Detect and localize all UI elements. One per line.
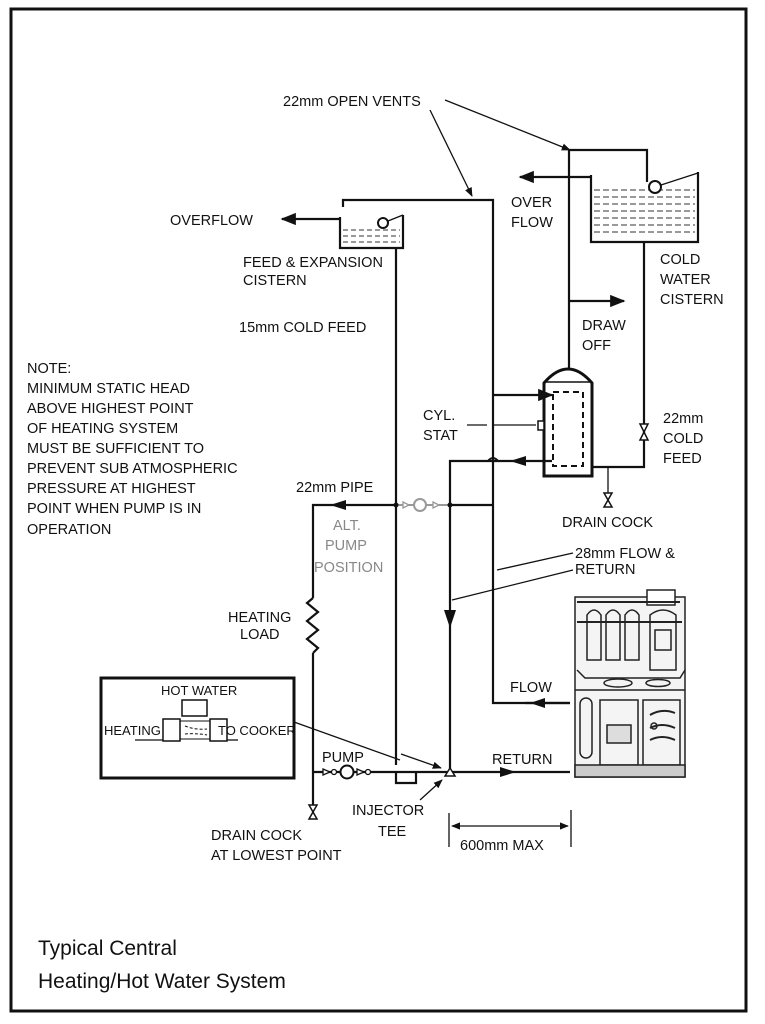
max-distance-label: 600mm MAX xyxy=(460,838,544,854)
hot-water-cylinder xyxy=(537,367,594,478)
inset-heating-label: HEATING xyxy=(104,723,161,738)
note-line: ABOVE HIGHEST POINT xyxy=(27,401,194,417)
drain-lowest-label-2: AT LOWEST POINT xyxy=(211,848,342,864)
cold-feed-22-label-1: 22mm xyxy=(663,411,703,427)
note-line: MUST BE SUFFICIENT TO xyxy=(27,441,204,457)
cyl-stat-label-2: STAT xyxy=(423,428,458,444)
range-cooker-illustration xyxy=(574,589,686,778)
overflow-right-label-2: FLOW xyxy=(511,215,553,231)
cold-feed-valve-icon xyxy=(638,423,650,441)
cold-feed-15mm-label: 15mm COLD FEED xyxy=(239,320,366,336)
cyl-stat-label-1: CYL. xyxy=(423,408,455,424)
draw-off-label-1: DRAW xyxy=(582,318,626,334)
overflow-right-label-1: OVER xyxy=(511,195,552,211)
injector-tee-icon xyxy=(443,766,457,777)
heating-load-label-2: LOAD xyxy=(240,627,280,643)
note-line: OPERATION xyxy=(27,522,111,538)
open-vent-heating xyxy=(341,198,570,705)
diagram-title-line-2: Heating/Hot Water System xyxy=(38,970,286,993)
diagram-title-line-1: Typical Central xyxy=(38,937,177,960)
cold-cistern-label-2: WATER xyxy=(660,272,711,288)
note-line: POINT WHEN PUMP IS IN xyxy=(27,501,201,517)
page-frame xyxy=(9,7,748,1013)
pipe-22mm-label: 22mm PIPE xyxy=(296,480,374,496)
heating-load-icon xyxy=(305,597,320,654)
cold-feed-22-label-3: FEED xyxy=(663,451,702,467)
cold-feed-22-label-2: COLD xyxy=(663,431,703,447)
flow-return-label-1: 28mm FLOW & xyxy=(575,546,675,562)
feed-cistern-label-1: FEED & EXPANSION xyxy=(243,255,383,271)
alt-pump-icon xyxy=(396,498,450,512)
cold-cistern-label-3: CISTERN xyxy=(660,292,724,308)
return-label: RETURN xyxy=(492,752,552,768)
drain-cock-label: DRAIN COCK xyxy=(562,515,653,531)
injector-tee-label-1: INJECTOR xyxy=(352,803,424,819)
open-vents-label: 22mm OPEN VENTS xyxy=(283,94,421,110)
overflow-left-label: OVERFLOW xyxy=(170,213,253,229)
feed-cistern-label-2: CISTERN xyxy=(243,273,307,289)
alt-pump-label-3: POSITION xyxy=(314,560,383,576)
note-line: PRESSURE AT HIGHEST xyxy=(27,481,196,497)
alt-pump-label-2: PUMP xyxy=(325,538,367,554)
injector-tee-label-2: TEE xyxy=(378,824,407,840)
flow-label: FLOW xyxy=(510,680,552,696)
draw-off-label-2: OFF xyxy=(582,338,611,354)
drain-cock-lowest-valve-icon xyxy=(307,804,319,820)
note-line: MINIMUM STATIC HEAD xyxy=(27,381,190,397)
note-line: PREVENT SUB ATMOSPHERIC xyxy=(27,461,238,477)
drain-lowest-label-1: DRAIN COCK xyxy=(211,828,302,844)
cold-water-cistern xyxy=(589,172,700,244)
inset-hot-water-label: HOT WATER xyxy=(161,683,237,698)
alt-pump-label-1: ALT. xyxy=(333,518,361,534)
heating-load-label-1: HEATING xyxy=(228,610,291,626)
cold-cistern-label-1: COLD xyxy=(660,252,700,268)
drain-cock-valve-icon xyxy=(602,492,614,508)
note-block: NOTE: MINIMUM STATIC HEAD ABOVE HIGHEST … xyxy=(27,361,238,538)
pump-icon xyxy=(322,764,372,780)
max-distance-dimension xyxy=(448,810,572,847)
pump-label: PUMP xyxy=(322,750,364,766)
inset-to-cooker-label: TO COOKER xyxy=(218,723,296,738)
note-line: OF HEATING SYSTEM xyxy=(27,421,178,437)
flow-return-label-2: RETURN xyxy=(575,562,635,578)
injector-tee-detail-inset xyxy=(99,676,296,780)
feed-expansion-cistern xyxy=(338,214,405,250)
note-line: NOTE: xyxy=(27,361,71,377)
